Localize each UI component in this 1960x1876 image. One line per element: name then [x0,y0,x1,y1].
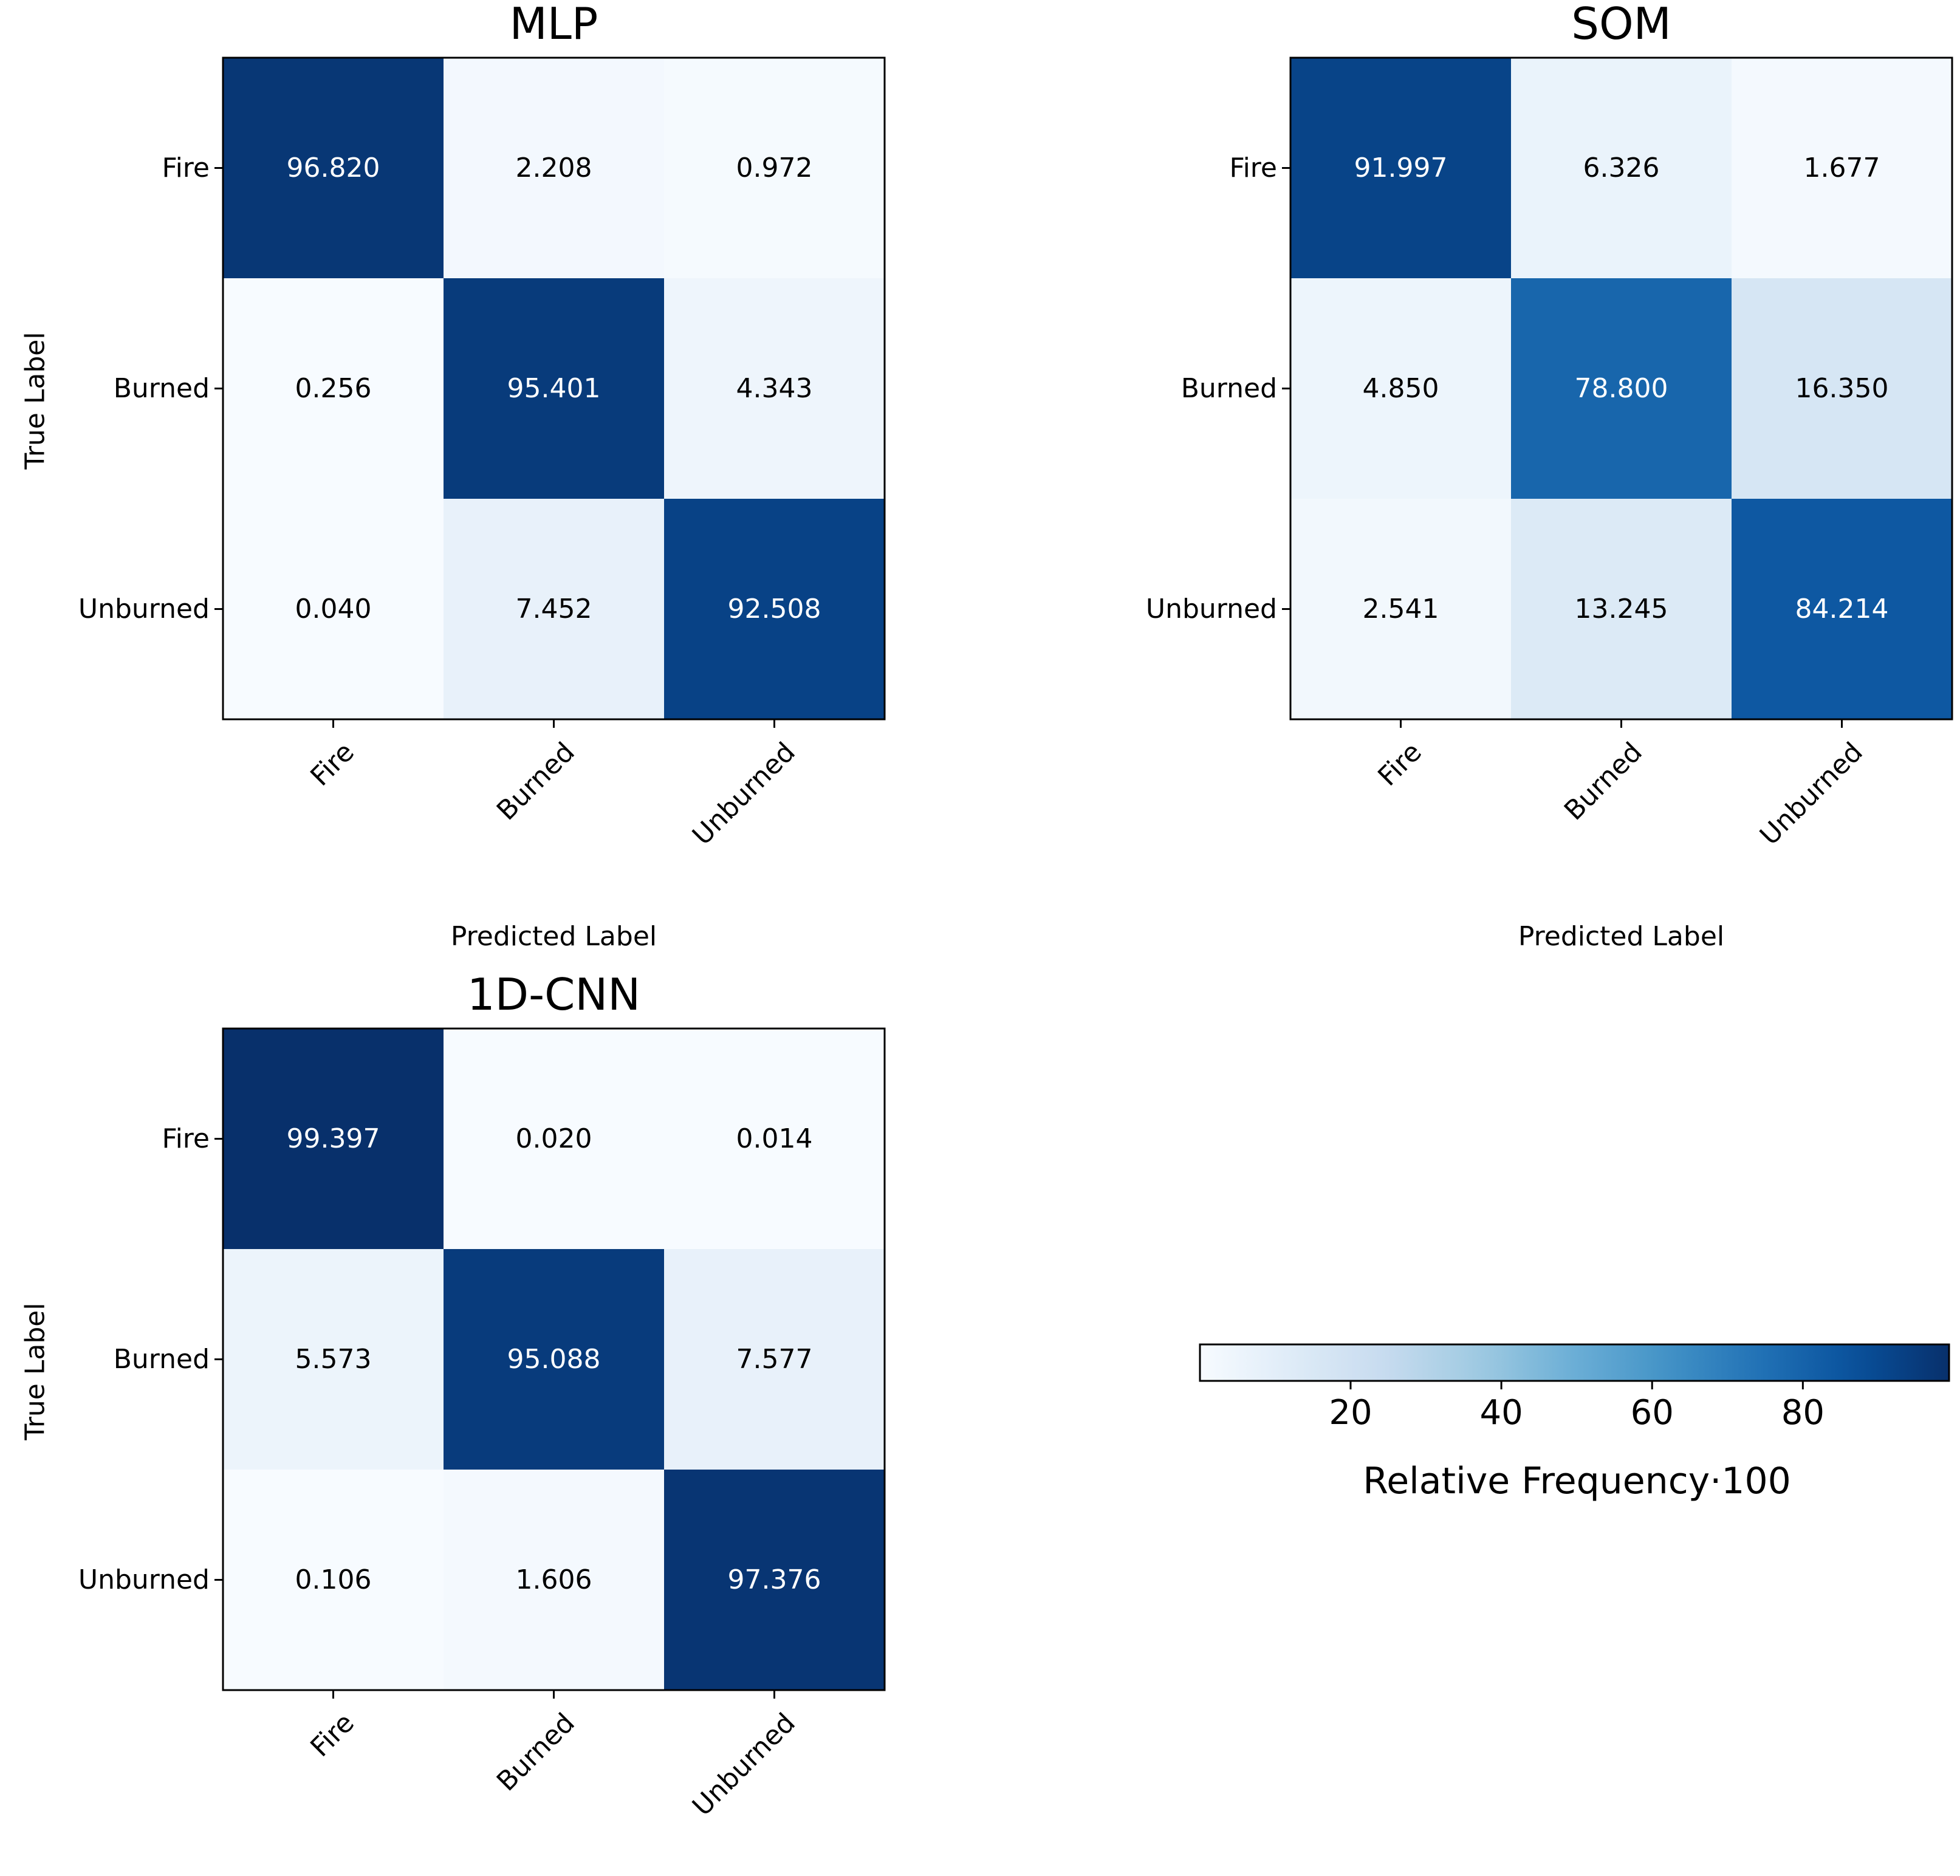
cell-value-label: 4.850 [1363,373,1439,404]
heatmap-cell [444,1470,665,1691]
y-tick-label: Unburned [78,594,210,625]
colorbar-gradient [1200,1344,1949,1381]
colorbar-tick-label: 80 [1781,1393,1825,1433]
heatmap-som: 91.997 6.326 1.677 4.850 78.800 16.350 2.541 13… [1146,0,1953,952]
cell-value-label: 2.541 [1363,594,1439,625]
heatmap-cell [664,278,885,499]
y-tick-label: Burned [114,1344,210,1375]
heatmap-cell [223,1249,444,1470]
x-tick-label: Burned [491,1707,581,1797]
cell-value-label: 91.997 [1354,152,1448,183]
cell-value-label: 0.972 [736,152,813,183]
colorbar-frame [1199,1343,1950,1382]
x-tick-label: Fire [1372,736,1428,792]
x-axis-label: Predicted Label [1518,921,1724,952]
x-tick-label: Unburned [687,1707,801,1822]
heatmap-cell [223,1470,444,1691]
cell-value-label: 2.208 [516,152,592,183]
heatmap-cell [1732,278,1953,499]
heatmap-cell [223,278,444,499]
heatmap-cell [1511,58,1732,279]
cell-value-label: 7.577 [736,1344,813,1375]
heatmap-cell [664,499,885,720]
x-axis-label: Predicted Label [451,921,657,952]
heatmap-cell [444,499,665,720]
cell-value-label: 95.088 [507,1344,601,1375]
cell-value-label: 5.573 [295,1344,372,1375]
chart-title: MLP [510,0,598,49]
x-tick-label: Fire [304,1707,360,1763]
colorbar-tick-label: 60 [1631,1393,1674,1433]
x-tick-label: Fire [304,736,360,792]
cell-value-label: 4.343 [736,373,813,404]
cell-value-label: 0.014 [736,1123,813,1154]
colorbar-tick-label: 20 [1329,1393,1372,1433]
cell-value-label: 0.256 [295,373,372,404]
heatmap-cell [664,1249,885,1470]
heatmap-cell [1290,499,1512,720]
cell-value-label: 97.376 [728,1564,821,1595]
y-tick-label: Burned [114,373,210,404]
x-tick-label: Burned [1558,736,1648,826]
cell-value-label: 13.245 [1575,594,1668,625]
x-tick-label: Unburned [1754,736,1869,851]
colorbar-label: Relative Frequency·100 [1363,1460,1791,1502]
cell-value-label: 0.040 [295,594,372,625]
heatmap-cell [223,58,444,279]
heatmap-cell [1732,58,1953,279]
heatmap-1d-cnn: 99.397 0.020 0.014 5.573 95.088 7.577 0.106 1.6… [20,969,886,1822]
heatmap-cell [1732,499,1953,720]
heatmap-cell [444,278,665,499]
cell-value-label: 1.606 [516,1564,592,1595]
heatmap-cell [444,58,665,279]
heatmap-cell [664,1470,885,1691]
heatmap-cell [1511,499,1732,720]
heatmap-cell [1290,278,1512,499]
cell-value-label: 92.508 [728,594,821,625]
x-tick-label: Burned [491,736,581,826]
cell-value-label: 16.350 [1795,373,1889,404]
chart-title: SOM [1571,0,1671,49]
x-tick-label: Unburned [687,736,801,851]
heatmap-cell [223,1029,444,1250]
heatmap-cell [444,1249,665,1470]
cell-value-label: 78.800 [1575,373,1668,404]
cell-value-label: 95.401 [507,373,601,404]
heatmap-cell [664,1029,885,1250]
y-tick-label: Fire [162,152,210,183]
y-tick-label: Fire [162,1123,210,1154]
heatmap-cell [444,1029,665,1250]
y-axis-label: True Label [20,1303,51,1440]
heatmap-cell [223,499,444,720]
colorbar-tick-label: 40 [1479,1393,1523,1433]
cell-value-label: 96.820 [287,152,380,183]
cell-value-label: 99.397 [287,1123,380,1154]
heatmap-cell [664,58,885,279]
y-tick-label: Unburned [1146,594,1277,625]
cell-value-label: 7.452 [516,594,592,625]
y-axis-label: True Label [20,332,51,470]
heatmap-mlp: 96.820 2.208 0.972 0.256 95.401 4.343 0.040 7.4… [20,0,886,952]
y-tick-label: Unburned [78,1564,210,1595]
heatmap-cell [1290,58,1512,279]
chart-title: 1D-CNN [467,969,640,1020]
y-tick-label: Fire [1229,152,1277,183]
cell-value-label: 6.326 [1583,152,1660,183]
cell-value-label: 1.677 [1804,152,1880,183]
y-tick-label: Burned [1181,373,1277,404]
heatmap-cell [1511,278,1732,499]
cell-value-label: 0.106 [295,1564,372,1595]
cell-value-label: 84.214 [1795,594,1889,625]
cell-value-label: 0.020 [516,1123,592,1154]
